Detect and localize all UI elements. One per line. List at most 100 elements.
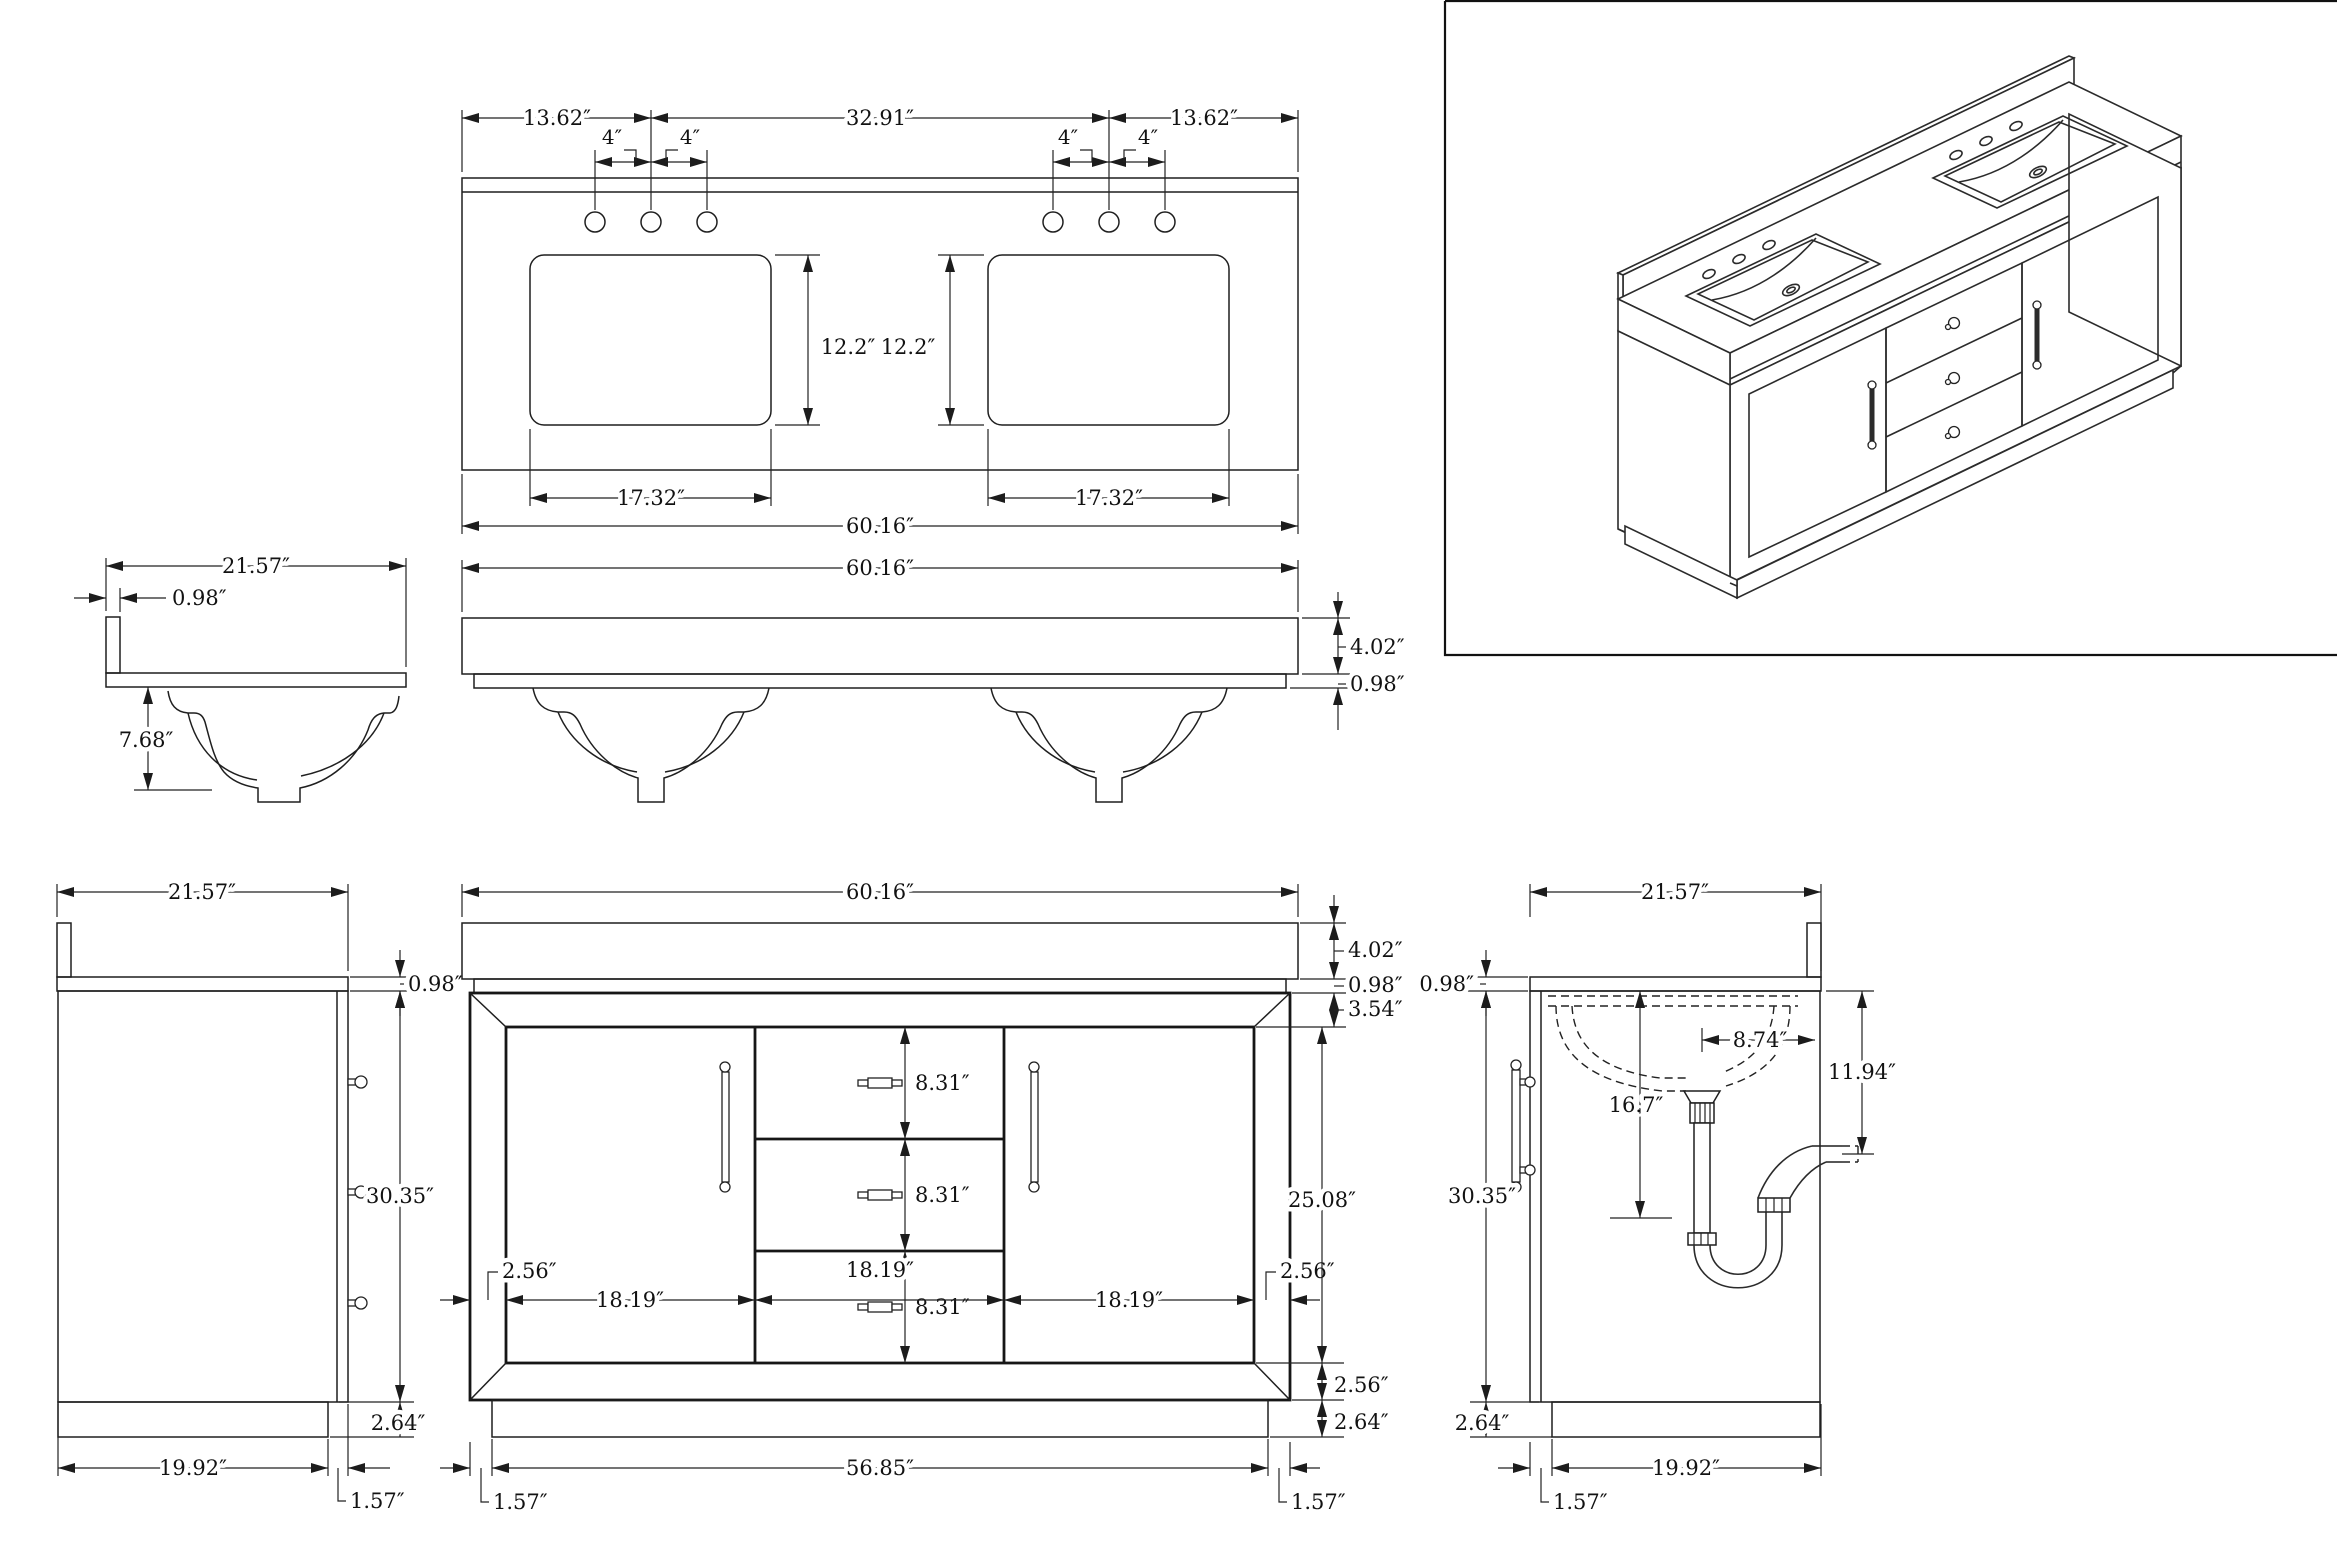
door-handle-icon — [1867, 300, 2042, 450]
dim-faucet-spacing: 4″ — [1138, 125, 1158, 149]
faucet-hole — [584, 211, 606, 233]
dim-plan-center-span: 32.91″ — [846, 106, 914, 130]
toe-kick-side — [57, 1401, 329, 1438]
faucet-hole — [640, 211, 662, 233]
knob-icon — [1944, 316, 1961, 440]
sink-bowl-side — [167, 690, 400, 803]
countertop-front-view: 60.16″ 4.02″ 0.98″ — [461, 552, 1409, 803]
dim-counter-depth: 21.57″ — [222, 554, 290, 578]
drawer-pull-icon — [857, 1077, 903, 1313]
dim-counter-lip-height: 0.98″ — [1350, 672, 1405, 696]
dim-cabinet-height: 30.35″ — [366, 1184, 434, 1208]
dim-sink-depth: 12.2″ — [881, 335, 936, 359]
backsplash-side — [105, 616, 121, 674]
isometric-border — [1443, 0, 2337, 657]
knob-icon — [347, 1075, 368, 1310]
dim-drain-offset: 8.74″ — [1733, 1028, 1788, 1052]
counter-slab — [56, 976, 349, 992]
dim-plan-left-span: 13.62″ — [523, 106, 591, 130]
face-frame-opening — [504, 1025, 1256, 1365]
dim-section-width: 18.19″ — [596, 1288, 664, 1312]
dim-bowl-depth: 7.68″ — [119, 728, 174, 752]
counter-lip — [473, 978, 1287, 994]
counter-slab-front — [461, 617, 1299, 675]
hidden-sink-bowl — [1548, 995, 1798, 1092]
sink-cutout-left — [529, 254, 772, 426]
dim-drawer-height: 8.31″ — [915, 1295, 970, 1319]
dim-toe-kick-inset: 1.57″ — [350, 1489, 405, 1513]
dim-plan-right-span: 13.62″ — [1170, 106, 1238, 130]
sink-bowl-front-right — [990, 687, 1228, 803]
cabinet-front-view: 60.16″ 8.31″ 8.31″ 8.31″ 18.19″ 18.19″ 1… — [440, 876, 1407, 1519]
iso-sink-left — [1684, 233, 1882, 327]
dim-section-width: 18.19″ — [1095, 1288, 1163, 1312]
dim-section-width: 18.19″ — [846, 1258, 914, 1282]
toe-kick-side — [1551, 1401, 1821, 1438]
dim-stile-width: 2.56″ — [502, 1259, 557, 1283]
dim-faucet-spacing: 4″ — [680, 125, 700, 149]
dim-sink-depth: 12.2″ — [821, 335, 876, 359]
cabinet-side-body — [57, 990, 349, 1403]
dim-counter-thickness: 0.98″ — [1419, 972, 1474, 996]
counter-slab — [1529, 976, 1822, 992]
faucet-hole — [1042, 211, 1064, 233]
dim-cab-side-depth: 21.57″ — [168, 880, 236, 904]
p-trap-icon — [1682, 1090, 1859, 1289]
iso-sink-right — [1931, 115, 2129, 209]
dim-faucet-spacing: 4″ — [1058, 125, 1078, 149]
cabinet-side-body — [1529, 990, 1821, 1403]
isometric-view — [1443, 0, 2337, 657]
dim-sink-width: 17.32″ — [617, 486, 685, 510]
dim-counter-edge-height: 4.02″ — [1350, 635, 1405, 659]
counter-slab-side — [105, 672, 407, 688]
faucet-hole — [696, 211, 718, 233]
counter-slab — [461, 922, 1299, 980]
iso-door-right — [2021, 195, 2159, 428]
dim-base-width: 56.85″ — [846, 1456, 914, 1480]
dim-door-height: 25.08″ — [1288, 1188, 1356, 1212]
dim-cabinet-height: 30.35″ — [1448, 1184, 1516, 1208]
dim-drawer-height: 8.31″ — [915, 1183, 970, 1207]
sink-cutout-right — [987, 254, 1230, 426]
dim-sink-width: 17.32″ — [1075, 486, 1143, 510]
dim-trap-arm-height: 11.94″ — [1828, 1060, 1896, 1084]
backsplash — [56, 922, 72, 978]
dim-counter-front-width: 60.16″ — [846, 556, 914, 580]
countertop-plan-view: 13.62″ 32.91″ 13.62″ 4″ 4″ 4″ 4″ 12.2″ 1… — [461, 102, 1299, 543]
cabinet-side-left-view: 21.57″ 0.98″ 30.35″ 2.64″ 19.92″ 1.57″ — [56, 876, 467, 1518]
dim-toe-kick-inset: 1.57″ — [1291, 1490, 1346, 1514]
faucet-hole — [1098, 211, 1120, 233]
dim-plan-overall-width: 60.16″ — [846, 514, 914, 538]
dim-lip-height: 0.98″ — [1348, 973, 1403, 997]
dim-drawer-height: 8.31″ — [915, 1071, 970, 1095]
dim-toe-kick-inset: 1.57″ — [493, 1490, 548, 1514]
backsplash — [1806, 922, 1822, 978]
sink-bowl-front-left — [532, 687, 770, 803]
dim-faucet-spacing: 4″ — [602, 125, 622, 149]
dim-counter-height: 4.02″ — [1348, 938, 1403, 962]
dim-bottom-rail: 2.56″ — [1334, 1373, 1389, 1397]
dim-toe-kick-height: 2.64″ — [1455, 1411, 1510, 1435]
dim-cab-side-depth: 21.57″ — [1641, 880, 1709, 904]
dim-toe-kick-height: 2.64″ — [371, 1411, 426, 1435]
dim-cab-front-width: 60.16″ — [846, 880, 914, 904]
dim-toe-kick-height: 2.64″ — [1334, 1410, 1389, 1434]
dim-stile-width: 2.56″ — [1280, 1259, 1335, 1283]
dim-counter-thickness: 0.98″ — [408, 972, 463, 996]
cabinet-side-right-view: 21.57″ 0.98″ 30.35″ — [1415, 876, 1901, 1519]
dim-toe-kick-inset: 1.57″ — [1553, 1490, 1608, 1514]
dim-base-depth: 19.92″ — [1652, 1456, 1720, 1480]
countertop-side-view: 21.57″ 0.98″ 7.68″ — [74, 550, 407, 803]
faucet-hole — [1702, 120, 2023, 280]
faucet-hole — [1154, 211, 1176, 233]
dim-top-rail: 3.54″ — [1348, 997, 1403, 1021]
dim-backsplash-thickness: 0.98″ — [172, 586, 227, 610]
countertop-outline — [461, 177, 1299, 471]
toe-kick-front — [491, 1399, 1269, 1438]
dim-base-depth: 19.92″ — [159, 1456, 227, 1480]
counter-lip-front — [473, 673, 1287, 689]
dim-drain-drop: 16.7″ — [1609, 1093, 1664, 1117]
door-handle-icon — [1510, 1059, 1536, 1193]
